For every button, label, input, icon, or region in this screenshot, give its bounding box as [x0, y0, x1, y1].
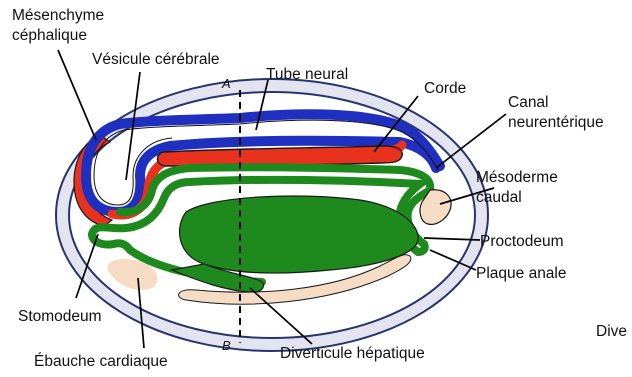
label-neurenteric-line1: Canal	[508, 94, 549, 111]
hepatic-gut-mass	[180, 196, 419, 273]
label-neurenteric-line2: neurentérique	[508, 114, 604, 131]
label-notochord: Corde	[424, 80, 466, 97]
label-stomodeum: Stomodeum	[18, 308, 102, 325]
label-mesenchyme-line2: céphalique	[12, 27, 87, 44]
label-mesenchyme-line1: Mésenchyme	[12, 7, 104, 24]
leader-mesenchyme	[58, 50, 96, 140]
label-cardiac-primordium: Ébauche cardiaque	[34, 353, 168, 370]
label-caudal-mesoderm-line2: caudal	[476, 189, 522, 206]
label-anal-plate: Plaque anale	[476, 265, 567, 282]
section-label-a: A	[221, 76, 231, 91]
label-cropped-edge: Dive	[596, 323, 627, 340]
label-brain-vesicle: Vésicule cérébrale	[92, 51, 220, 68]
label-proctodeum: Proctodeum	[480, 233, 564, 250]
label-hepatic-diverticulum: Diverticule hépatique	[280, 345, 425, 362]
section-label-b: B	[222, 338, 231, 353]
label-caudal-mesoderm-line1: Mésoderme	[476, 169, 558, 186]
label-neural-tube: Tube neural	[266, 66, 348, 83]
